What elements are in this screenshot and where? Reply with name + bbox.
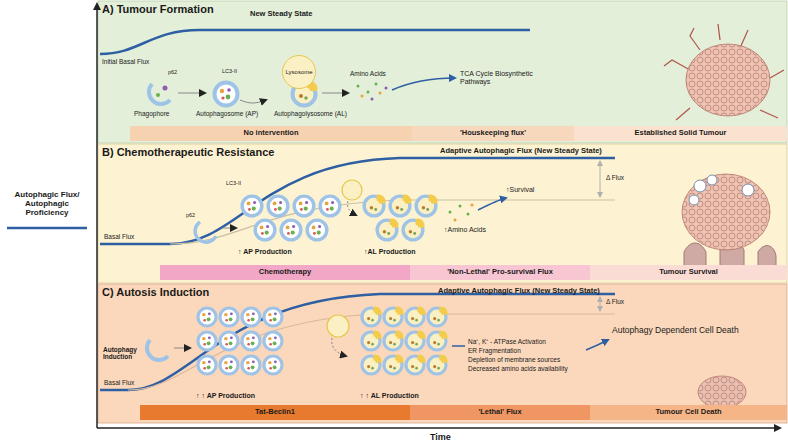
legend-entry: Autophagic Flux/ Autophagic Proficiency (3, 190, 91, 236)
mechanism-note: ER Fragmentation (468, 347, 521, 354)
flux-note: Adaptive Autophagic Flux (New Steady Sta… (438, 287, 600, 296)
stage-label: Tumour Survival (659, 268, 718, 277)
structure-label: Autophagolysosome (AL) (274, 110, 347, 117)
stage-label: Established Solid Tumour (635, 129, 727, 138)
stage-bar: Tumour Survival (590, 265, 787, 280)
panel-band: B) Chemotherapeutic ResistanceChemothera… (98, 144, 787, 283)
stage-label: 'Lethal' Flux (478, 408, 521, 417)
panel-band: A) Tumour FormationLysosome No interventi… (98, 1, 787, 143)
production-label: ↑ ↑ AL Production (360, 392, 419, 400)
outcome-label: ↑Survival (506, 186, 534, 194)
panel-heading: A) Tumour Formation (102, 3, 214, 16)
structure-label: Autophagosome (AP) (196, 110, 258, 117)
flux-note: Initial Basal Flux (102, 58, 149, 65)
protein-label: LC3-II (222, 68, 237, 74)
flux-note: Adaptive Autophagic Flux (New Steady Sta… (440, 147, 602, 156)
panel-band: C) Autosis InductionTat-Beclin1 'Lethal' … (98, 284, 787, 423)
legend-label: Autophagic Flux/ Autophagic Proficiency (3, 190, 91, 218)
flux-note: New Steady State (250, 10, 313, 19)
product-label: Amino Acids (350, 70, 386, 77)
stage-label: 'Houskeeping flux' (460, 129, 526, 138)
stage-bar: Established Solid Tumour (574, 126, 787, 141)
stage-label: 'Non-Lethal' Pro-survival Flux (447, 268, 553, 277)
stage-bar: 'Houskeeping flux' (412, 126, 574, 141)
flux-note: Basal Flux (104, 233, 134, 240)
mechanism-note: Na⁺, K⁺ - ATPase Activation (468, 338, 546, 345)
protein-label: p62 (168, 69, 177, 75)
stage-bar: No intervention (130, 126, 412, 141)
stage-label: Tumour Cell Death (655, 408, 721, 417)
flux-note: Basal Flux (104, 379, 134, 386)
legend-line-sample (3, 224, 91, 232)
stage-label: Tat-Beclin1 (255, 408, 295, 417)
organelle-label: Lysosome (285, 69, 312, 76)
production-label: ↑ ↑ AP Production (196, 392, 255, 400)
axis-label: Time (430, 432, 451, 442)
mechanism-note: Decreased amino acids availability (468, 365, 568, 372)
stage-label: Chemotherapy (259, 268, 312, 277)
protein-label: p62 (186, 212, 195, 218)
stage-bar: 'Non-Lethal' Pro-survival Flux (410, 265, 590, 280)
structure-label: Phagophore (134, 110, 169, 117)
delta-label: Δ Flux (606, 298, 624, 305)
protein-label: LC3-II (226, 180, 241, 186)
pathway-note: TCA Cycle Biosynthetic Pathways (460, 70, 550, 86)
mechanism-note: Depletion of membrane sources (468, 356, 560, 363)
stage-bar: Tat-Beclin1 (140, 405, 410, 420)
production-label: ↑AL Production (364, 248, 416, 256)
production-label: ↑ AP Production (238, 248, 292, 256)
stage-bar: Tumour Cell Death (590, 405, 787, 420)
outcome-label: Autophagy Dependent Cell Death (612, 326, 739, 336)
stage-label: No intervention (243, 129, 298, 138)
stage-bar: 'Lethal' Flux (410, 405, 590, 420)
panel-heading: C) Autosis Induction (102, 286, 209, 299)
flux-note: Autophagy Induction (103, 346, 145, 361)
delta-label: Δ Flux (606, 174, 624, 181)
panel-heading: B) Chemotherapeutic Resistance (102, 146, 274, 159)
lysosome-circle: Lysosome (282, 55, 316, 89)
stage-bar: Chemotherapy (160, 265, 410, 280)
product-label: ↑Amino Acids (444, 226, 486, 234)
